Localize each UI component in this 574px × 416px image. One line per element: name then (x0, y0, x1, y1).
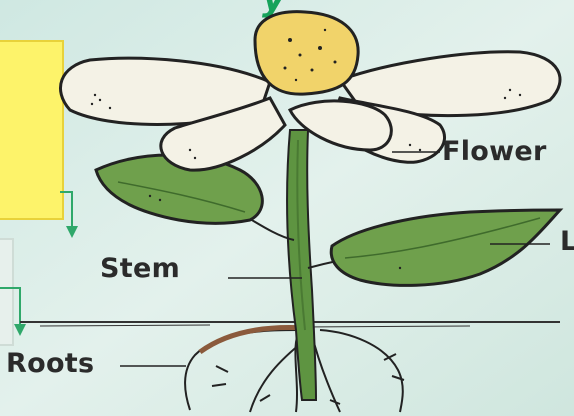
flower-center (255, 12, 358, 94)
label-stem: Stem (100, 253, 180, 284)
connector-arrow-upper (60, 192, 78, 238)
stem (287, 130, 316, 400)
label-leaf-partial: L (560, 226, 574, 257)
label-roots: Roots (6, 348, 94, 379)
root-main (200, 328, 305, 352)
right-leaf (308, 210, 560, 285)
connector-arrow-lower (0, 288, 26, 336)
label-flower: Flower (442, 136, 547, 167)
